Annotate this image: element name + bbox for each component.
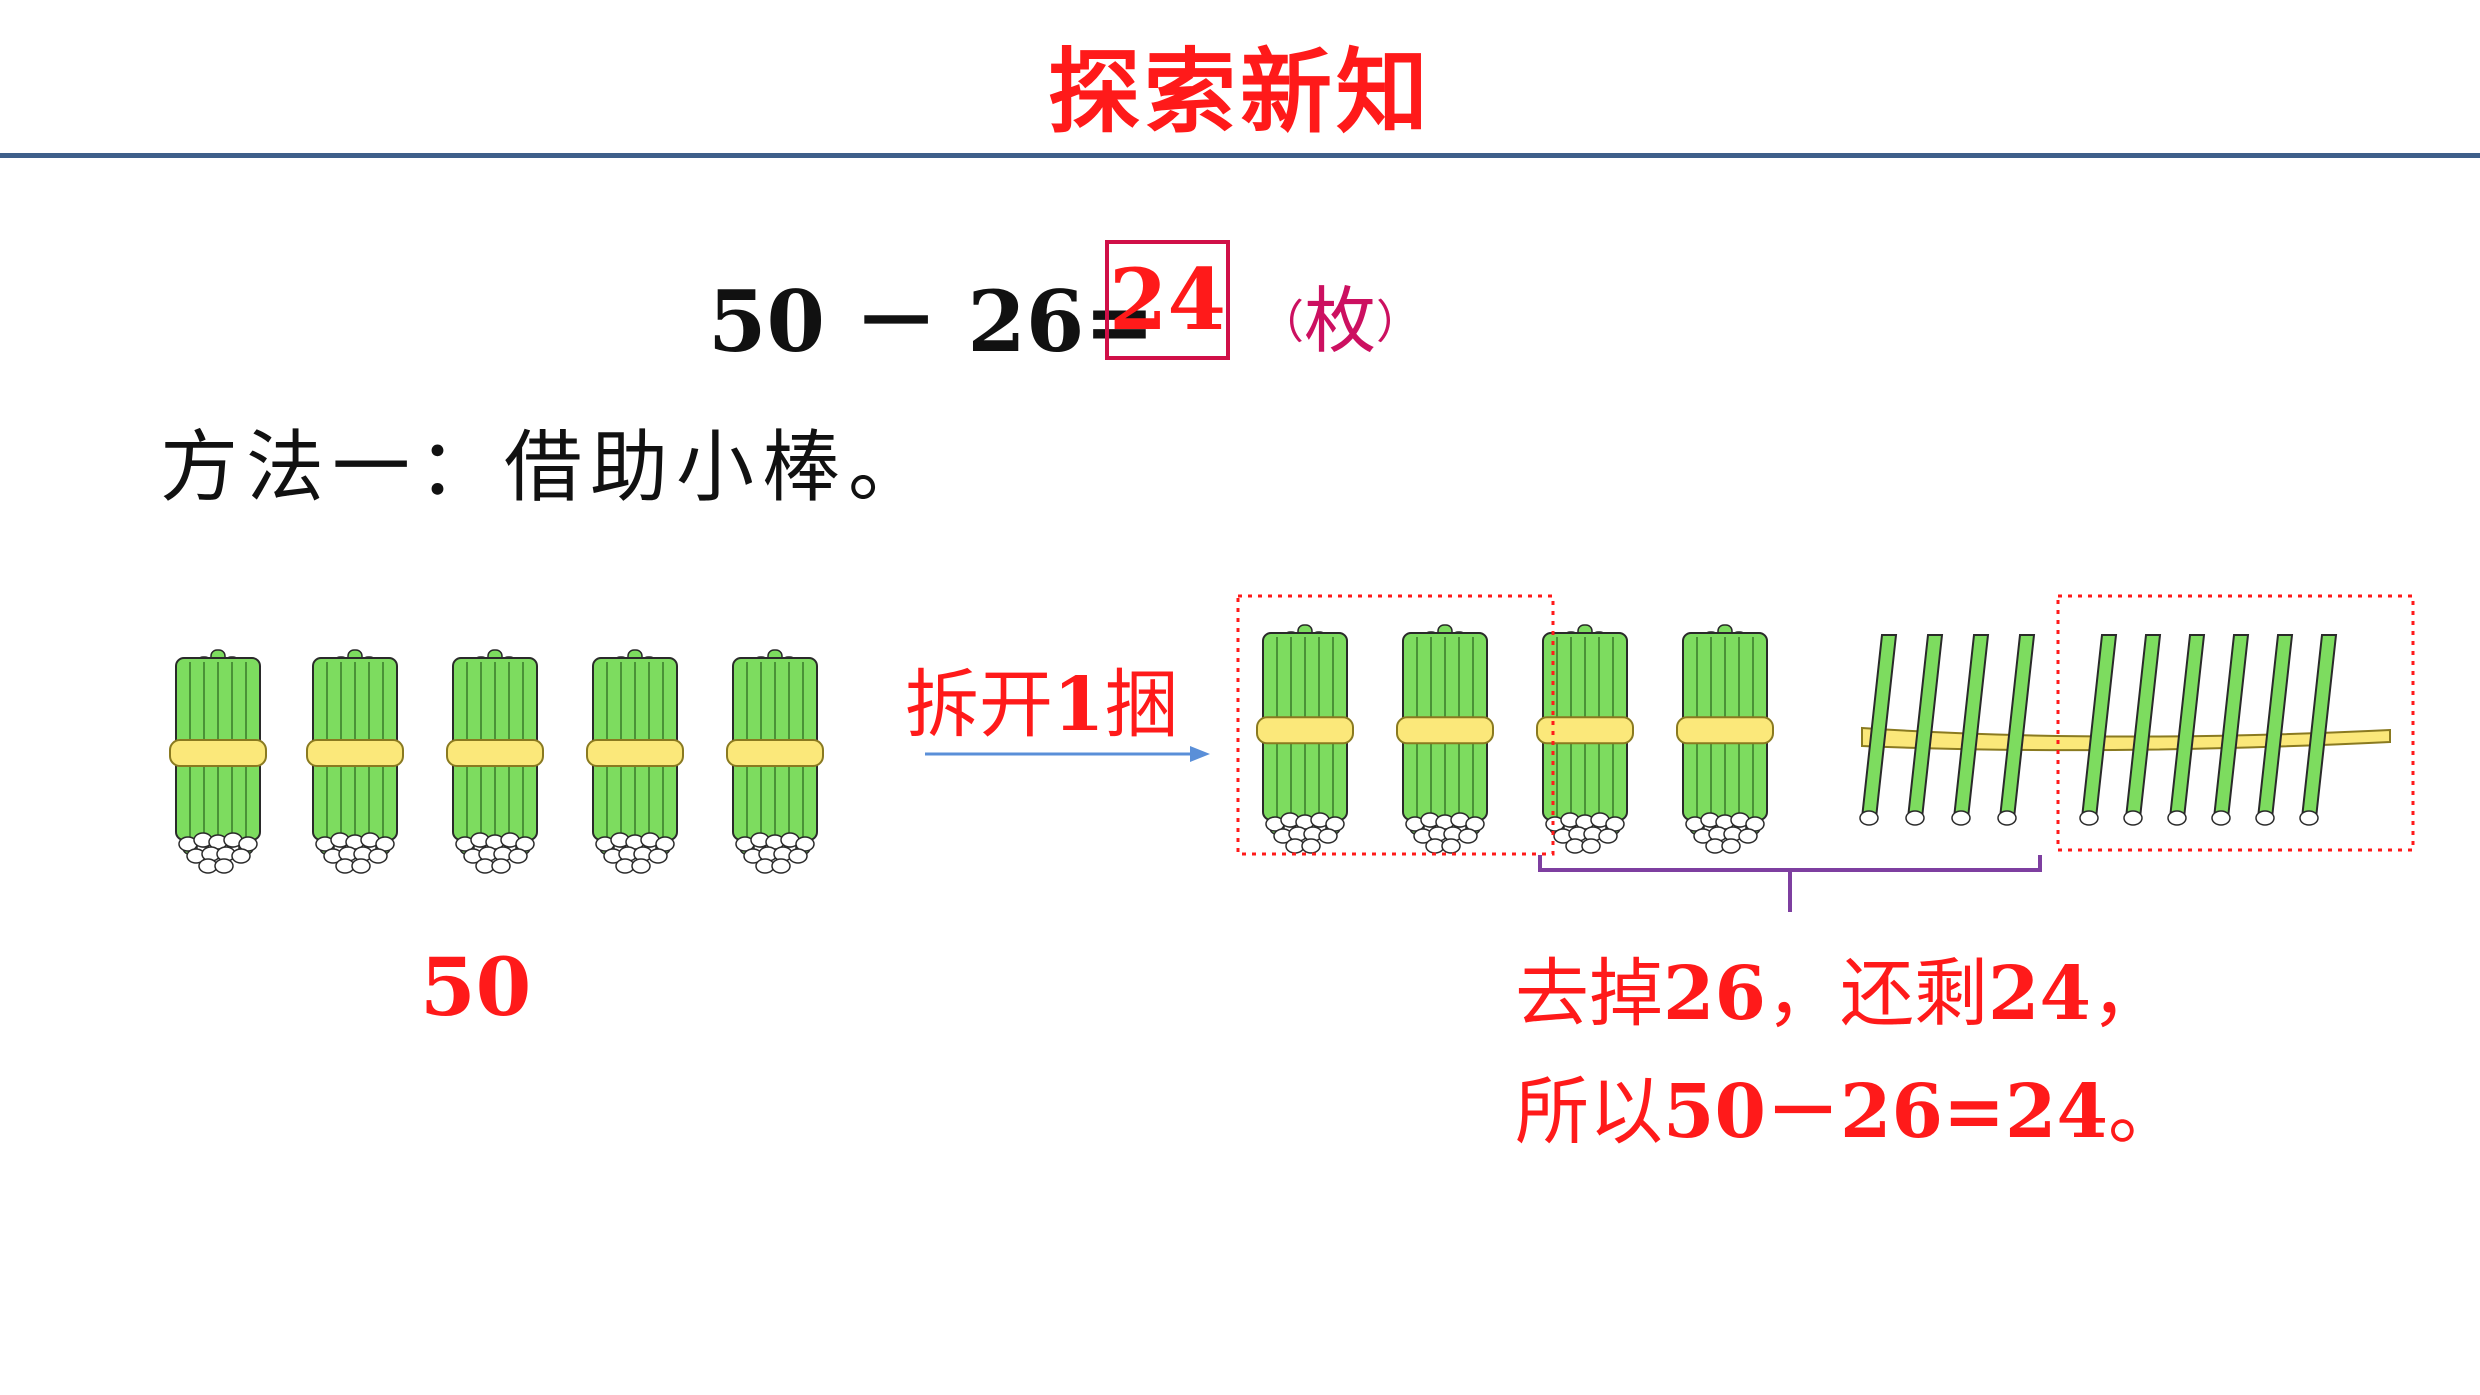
removed-bundles-box [1236, 594, 1555, 856]
arrow-head [1190, 746, 1210, 762]
loose-stick-6 [2123, 634, 2162, 826]
bundle-right-2 [1396, 624, 1494, 854]
explanation-text: 去掉26，还剩24， 所以50－26=24。 [1515, 935, 2182, 1171]
removed-loose-box [2056, 594, 2415, 852]
loose-stick-2 [1905, 634, 1944, 826]
split-label: 拆开1捆 [905, 662, 1179, 748]
loose-stick-4 [1997, 634, 2036, 826]
loose-stick-8 [2211, 634, 2250, 826]
title-divider [0, 153, 2480, 158]
bundle-right-4 [1676, 624, 1774, 854]
bundle-left-3 [446, 649, 544, 874]
loose-band [1861, 726, 2391, 752]
loose-stick-7 [2167, 634, 2206, 826]
bundle-left-4 [586, 649, 684, 874]
loose-stick-5 [2079, 634, 2118, 826]
page-title: 探索新知 [1047, 39, 1432, 146]
loose-stick-3 [1951, 634, 1990, 826]
loose-stick-1 [1859, 634, 1898, 826]
explanation-line-2: 所以50－26=24。 [1515, 1069, 2182, 1155]
explanation-line-1: 去掉26，还剩24， [1515, 951, 2165, 1037]
bundle-left-5 [726, 649, 824, 874]
unit-label: （枚） [1258, 279, 1423, 363]
equation-expression: 50 － 26= [708, 272, 1155, 371]
bundle-right-3 [1536, 624, 1634, 854]
remaining-brace [1538, 855, 2042, 912]
loose-stick-10 [2299, 634, 2338, 826]
left-total-label: 50 [420, 940, 532, 1034]
answer-box: 24 [1105, 240, 1230, 360]
bundle-left-2 [306, 649, 404, 874]
bundle-right-1 [1256, 624, 1354, 854]
loose-stick-9 [2255, 634, 2294, 826]
bundle-left-1 [169, 649, 267, 874]
method-heading: 方法一：借助小棒。 [160, 423, 935, 513]
